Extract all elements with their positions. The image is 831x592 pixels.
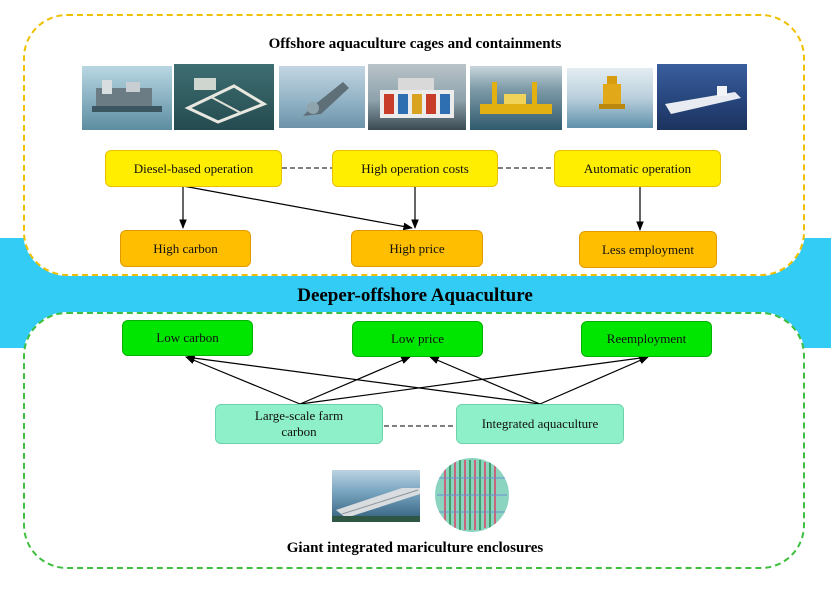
center-title: Deeper-offshore Aquaculture (297, 285, 533, 306)
photo-cage-4 (368, 64, 466, 130)
bottom-title: Giant integrated mariculture enclosures (286, 540, 544, 556)
outcome-reemployment: Reemployment (581, 321, 712, 357)
effect-high-price: High price (351, 230, 483, 267)
photo-enclosure-2 (435, 458, 509, 532)
effect-less-employment: Less employment (579, 231, 717, 268)
outcome-low-price: Low price (352, 321, 483, 357)
driver-large-scale-farm-carbon: Large-scale farm carbon (215, 404, 383, 444)
cause-high-operation-costs: High operation costs (332, 150, 498, 187)
cause-diesel-based-operation: Diesel-based operation (105, 150, 282, 187)
photo-cage-1 (82, 66, 172, 130)
outcome-low-carbon: Low carbon (122, 320, 253, 356)
effect-high-carbon: High carbon (120, 230, 251, 267)
cause-automatic-operation: Automatic operation (554, 150, 721, 187)
top-title: Offshore aquaculture cages and containme… (268, 36, 562, 52)
photo-cage-7 (657, 64, 747, 130)
photo-cage-6 (567, 68, 653, 128)
photo-cage-3 (279, 66, 365, 128)
photo-enclosure-1 (332, 470, 420, 522)
driver-integrated-aquaculture: Integrated aquaculture (456, 404, 624, 444)
photo-cage-5 (470, 66, 562, 130)
photo-cage-2 (174, 64, 274, 130)
